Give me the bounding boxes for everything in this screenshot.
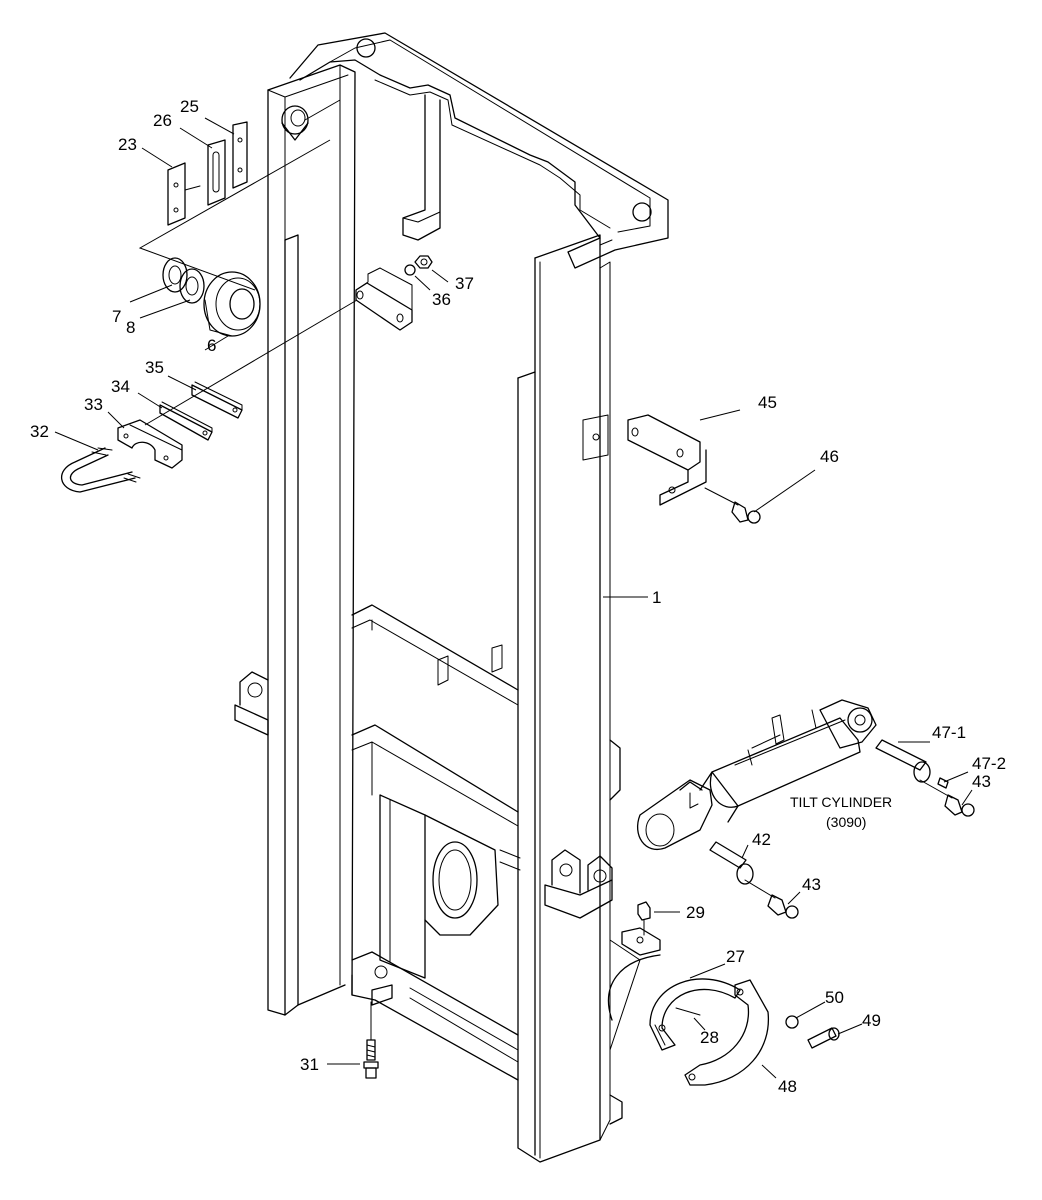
part-7-shim xyxy=(162,257,188,293)
part-37-nut xyxy=(414,255,433,269)
bearing-cap-seat xyxy=(621,927,661,956)
part-29-grease-fitting xyxy=(637,901,651,936)
part-27-bushing xyxy=(649,978,741,1051)
part-49-bolt xyxy=(807,1027,840,1049)
part-47-2-pin xyxy=(937,777,949,789)
part-33-clamp xyxy=(117,419,183,469)
part-25-roller xyxy=(281,99,341,141)
label-part-36: 36 xyxy=(432,290,451,309)
label-part-25: 25 xyxy=(180,97,199,116)
label-part-31: 31 xyxy=(300,1055,319,1074)
part-46-bolt xyxy=(704,487,761,524)
part-50-washer xyxy=(785,1015,799,1029)
label-part-23: 23 xyxy=(118,135,137,154)
label-part-35: 35 xyxy=(145,358,164,377)
label-part-47-2: 47-2 xyxy=(972,754,1006,773)
label-part-42: 42 xyxy=(752,830,771,849)
part-23-bracket xyxy=(167,162,201,226)
label-part-34: 34 xyxy=(111,377,130,396)
part-43-bolt-lower xyxy=(744,879,799,919)
part-25-plate xyxy=(232,121,248,189)
outer-mast-frame xyxy=(234,32,669,1163)
part-31-bolt xyxy=(363,1001,379,1079)
part-32-u-bolt xyxy=(61,447,141,493)
leader-lines xyxy=(54,117,973,1079)
label-part-29: 29 xyxy=(686,903,705,922)
assembly-name: TILT CYLINDER xyxy=(790,794,892,810)
part-35-plate xyxy=(191,381,243,419)
label-part-50: 50 xyxy=(825,988,844,1007)
label-part-33: 33 xyxy=(84,395,103,414)
part-36-washer xyxy=(404,264,416,276)
label-part-43-lower: 43 xyxy=(802,875,821,894)
part-48-cap xyxy=(684,979,769,1086)
mounting-bracket-upper xyxy=(355,267,413,331)
label-part-46: 46 xyxy=(820,447,839,466)
label-part-28: 28 xyxy=(700,1028,719,1047)
tilt-cylinder xyxy=(636,699,877,851)
part-45-bracket xyxy=(627,414,707,506)
part-34-plate xyxy=(159,401,213,441)
part-42-pin xyxy=(709,841,754,885)
part-6-bearing xyxy=(203,271,261,337)
label-part-1: 1 xyxy=(652,588,661,607)
part-43-bolt-upper xyxy=(919,779,975,817)
label-part-37: 37 xyxy=(455,274,474,293)
label-part-26: 26 xyxy=(153,111,172,130)
assembly-guide-mid xyxy=(144,299,358,426)
label-part-32: 32 xyxy=(30,422,49,441)
part-47-1-pin xyxy=(875,739,931,783)
part-26-slotted-shim xyxy=(207,139,226,206)
label-part-7: 7 xyxy=(112,307,121,326)
label-part-8: 8 xyxy=(126,318,135,337)
assembly-code: (3090) xyxy=(826,814,866,830)
label-part-6: 6 xyxy=(207,336,216,355)
label-part-45: 45 xyxy=(758,393,777,412)
assembly-guide-top xyxy=(138,139,331,291)
label-part-47-1: 47-1 xyxy=(932,723,966,742)
part-labels: 1 6 7 8 23 25 26 27 28 29 31 32 33 34 35… xyxy=(30,97,1006,1096)
part-8-washer xyxy=(179,268,205,304)
part-28-pin xyxy=(675,1007,701,1016)
label-part-49: 49 xyxy=(862,1011,881,1030)
label-part-48: 48 xyxy=(778,1077,797,1096)
label-part-43-upper: 43 xyxy=(972,772,991,791)
label-part-27: 27 xyxy=(726,947,745,966)
